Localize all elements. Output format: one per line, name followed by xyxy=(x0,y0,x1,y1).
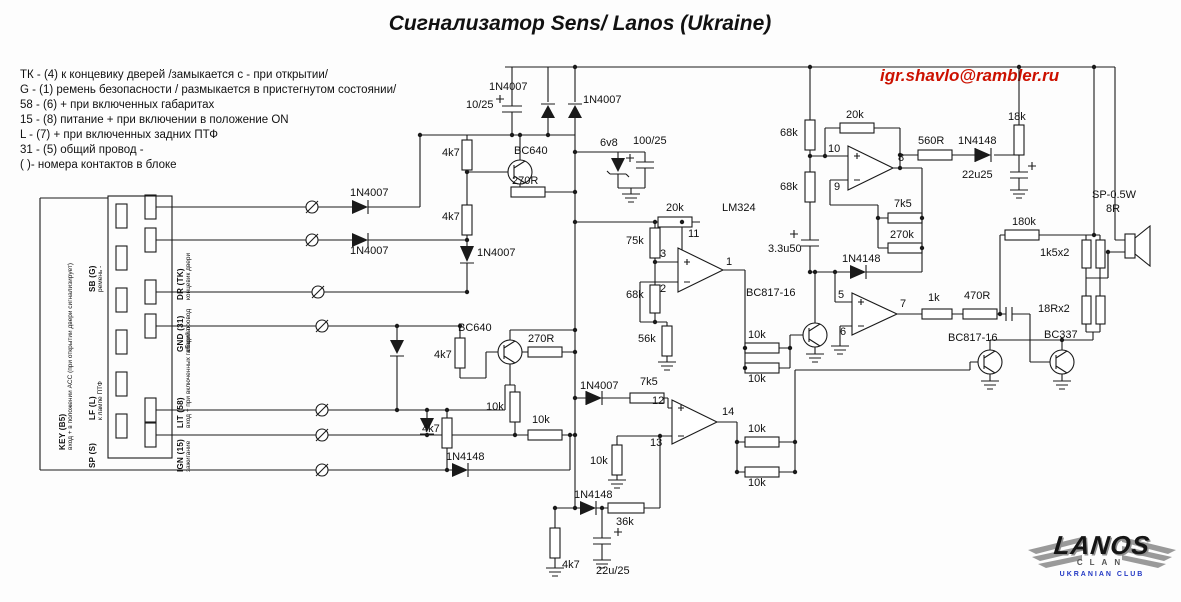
logo-bottom-text: UKRANIAN CLUB xyxy=(1059,571,1145,578)
lanos-clan-logo: LANOS CLAN UKRANIAN CLUB xyxy=(1026,528,1178,598)
ground-symbols xyxy=(545,189,1072,577)
legend-line: 31 - (5) общий провод - xyxy=(20,144,144,156)
legend-line: L - (7) + при включенных задних ПТФ xyxy=(20,129,218,141)
input-stage xyxy=(460,67,654,292)
connector-block xyxy=(39,194,173,470)
page-title: Сигнализатор Sens/ Lanos (Ukraine) xyxy=(388,12,772,35)
opamp-d xyxy=(549,334,803,568)
legend-line: ( )- номера контактов в блоке xyxy=(20,159,177,171)
wires xyxy=(40,66,1115,508)
logo-wings-icon xyxy=(1028,537,1176,568)
legend-line: 15 - (8) питание + при включении в полож… xyxy=(20,114,289,126)
legend-line: ТК - (4) к концевику дверей /замыкается … xyxy=(20,69,328,81)
legend-line: G - (1) ремень безопасности / размыкаетс… xyxy=(20,84,397,96)
opamp-a xyxy=(790,67,1100,314)
diode-symbols xyxy=(352,105,991,515)
contact-email: igr.shavlo@rambler.ru xyxy=(880,66,1060,85)
opamp-c xyxy=(795,67,1151,381)
logo-sub-text: CLAN xyxy=(1076,558,1128,567)
legend-line: 58 - (6) + при включенных габаритах xyxy=(20,99,215,111)
junction-dots xyxy=(394,64,1111,511)
logo-main-text: LANOS xyxy=(1052,530,1152,560)
legend-block: ТК - (4) к концевику дверей /замыкается … xyxy=(20,68,396,173)
opamp-b xyxy=(575,216,746,368)
